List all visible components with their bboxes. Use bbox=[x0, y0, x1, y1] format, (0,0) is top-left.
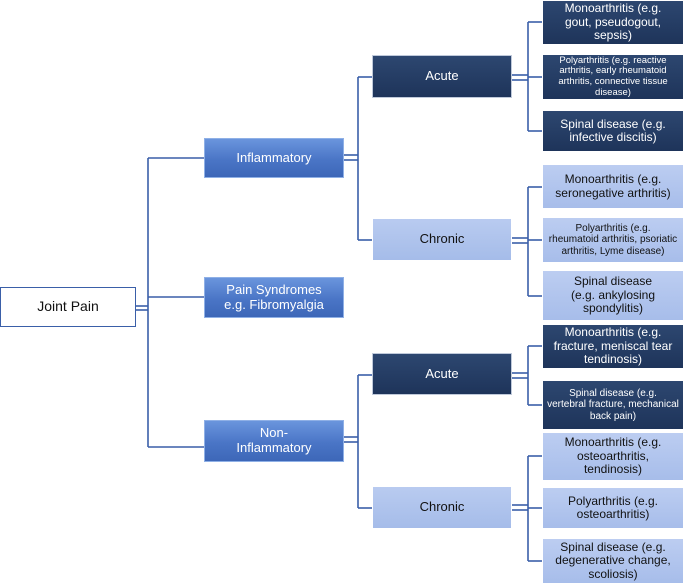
leaf-label: Monoarthritis (e.g. seronegative arthrit… bbox=[555, 172, 671, 200]
inflammatory-acute-monoarthritis: Monoarthritis (e.g. gout, pseudogout, se… bbox=[542, 0, 684, 45]
non-inflammatory-chronic-polyarthritis: Polyarthritis (e.g. osteoarthritis) bbox=[542, 487, 684, 529]
non-inflammatory-acute-node: Acute bbox=[372, 353, 512, 395]
leaf-label: Spinal disease (e.g. vertebral fracture,… bbox=[547, 388, 679, 422]
inflammatory-chronic-spinal-disease: Spinal disease (e.g. ankylosing spondyli… bbox=[542, 270, 684, 321]
leaf-label: Monoarthritis (e.g. fracture, meniscal t… bbox=[553, 325, 673, 367]
non-inflammatory-chronic-label: Chronic bbox=[419, 499, 465, 515]
leaf-label: Polyarthritis (e.g. reactive arthritis, … bbox=[558, 54, 668, 98]
joint-pain-label: Joint Pain bbox=[37, 298, 99, 315]
non-inflammatory-acute-label: Acute bbox=[425, 365, 459, 381]
inflammatory-chronic-monoarthritis: Monoarthritis (e.g. seronegative arthrit… bbox=[542, 164, 684, 209]
inflammatory-acute-node: Acute bbox=[372, 55, 512, 98]
leaf-label: Polyarthritis (e.g. rheumatoid arthritis… bbox=[548, 223, 678, 257]
non-inflammatory-label: Non- Inflammatory bbox=[236, 425, 312, 455]
non-inflammatory-node: Non- Inflammatory bbox=[204, 420, 344, 462]
non-inflammatory-acute-spinal-disease: Spinal disease (e.g. vertebral fracture,… bbox=[542, 380, 684, 430]
inflammatory-chronic-label: Chronic bbox=[419, 231, 465, 247]
non-inflammatory-chronic-monoarthritis: Monoarthritis (e.g. osteoarthritis, tend… bbox=[542, 432, 684, 481]
leaf-label: Monoarthritis (e.g. osteoarthritis, tend… bbox=[564, 435, 662, 477]
inflammatory-chronic-node: Chronic bbox=[372, 218, 512, 261]
joint-pain-node: Joint Pain bbox=[0, 287, 136, 327]
inflammatory-node: Inflammatory bbox=[204, 138, 344, 178]
inflammatory-acute-label: Acute bbox=[425, 68, 459, 84]
leaf-label: Polyarthritis (e.g. osteoarthritis) bbox=[567, 493, 659, 521]
non-inflammatory-chronic-node: Chronic bbox=[372, 486, 512, 529]
pain-syndromes-label: Pain Syndromes e.g. Fibromyalgia bbox=[224, 281, 324, 312]
leaf-label: Monoarthritis (e.g. gout, pseudogout, se… bbox=[564, 1, 662, 43]
non-inflammatory-acute-monoarthritis: Monoarthritis (e.g. fracture, meniscal t… bbox=[542, 324, 684, 369]
inflammatory-acute-polyarthritis: Polyarthritis (e.g. reactive arthritis, … bbox=[542, 54, 684, 100]
inflammatory-chronic-polyarthritis: Polyarthritis (e.g. rheumatoid arthritis… bbox=[542, 217, 684, 263]
leaf-label: Spinal disease (e.g. infective discitis) bbox=[560, 116, 666, 144]
inflammatory-label: Inflammatory bbox=[236, 149, 312, 165]
non-inflammatory-chronic-spinal-disease: Spinal disease (e.g. degenerative change… bbox=[542, 538, 684, 584]
leaf-label: Spinal disease (e.g. degenerative change… bbox=[555, 539, 671, 581]
pain-syndromes-node: Pain Syndromes e.g. Fibromyalgia bbox=[204, 277, 344, 318]
leaf-label: Spinal disease (e.g. ankylosing spondyli… bbox=[570, 274, 656, 316]
inflammatory-acute-spinal-disease: Spinal disease (e.g. infective discitis) bbox=[542, 110, 684, 152]
